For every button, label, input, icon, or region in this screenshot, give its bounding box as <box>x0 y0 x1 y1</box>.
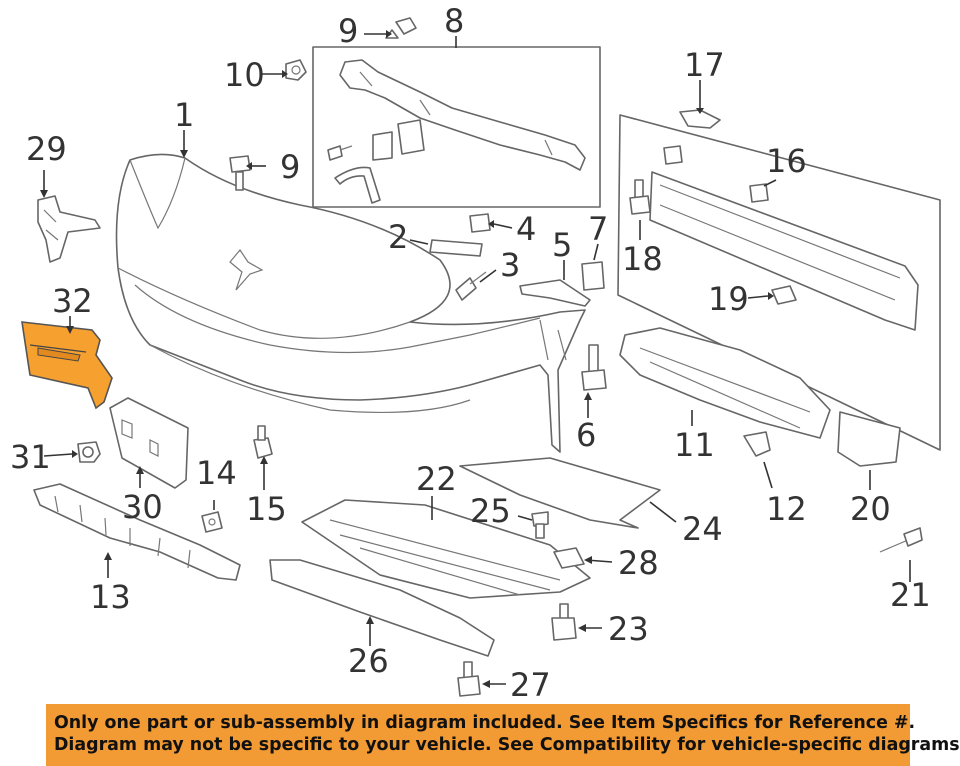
callout-26: 26 <box>348 642 389 680</box>
callout-18: 18 <box>622 240 663 278</box>
callout-3: 3 <box>500 246 520 284</box>
callout-16: 16 <box>766 142 807 180</box>
callout-23: 23 <box>608 610 649 648</box>
callout-25: 25 <box>470 492 511 530</box>
part-26-air-dam <box>269 559 495 657</box>
callout-22: 22 <box>416 460 457 498</box>
part-32-highlighted-bracket <box>21 321 113 410</box>
part-28-nut <box>553 547 585 569</box>
callout-13: 13 <box>90 578 131 616</box>
part-30-license-bracket <box>109 397 189 489</box>
callout-labels: 9 8 10 1 29 9 2 4 3 5 7 32 31 30 14 15 1… <box>10 2 931 704</box>
callout-9-left: 9 <box>280 148 300 186</box>
callout-6: 6 <box>576 416 596 454</box>
part-31-clip <box>77 441 101 463</box>
part-8-bracket-assembly <box>312 46 601 208</box>
disclaimer-line-1: Only one part or sub-assembly in diagram… <box>54 713 916 733</box>
small-brackets <box>429 213 605 307</box>
callout-9-top: 9 <box>338 12 358 50</box>
callout-1: 1 <box>174 96 194 134</box>
disclaimer-banner: Only one part or sub-assembly in diagram… <box>46 704 960 766</box>
callout-32: 32 <box>52 282 93 320</box>
part-12-push-pin <box>743 431 771 457</box>
part-1-bumper-cover <box>115 153 586 453</box>
callout-19: 19 <box>708 280 749 318</box>
callout-8: 8 <box>444 2 464 40</box>
part-29-emblem <box>37 195 101 263</box>
callout-24: 24 <box>682 510 723 548</box>
callout-11: 11 <box>674 426 715 464</box>
callout-5: 5 <box>552 226 572 264</box>
callout-17: 17 <box>684 46 725 84</box>
part-11-energy-absorber <box>619 327 831 439</box>
part-24-lower-shield <box>459 457 661 529</box>
callout-30: 30 <box>122 488 163 526</box>
callout-4: 4 <box>516 210 536 248</box>
callout-20: 20 <box>850 490 891 528</box>
part-16-impact-bar <box>617 109 941 451</box>
callout-28: 28 <box>618 544 659 582</box>
callout-2: 2 <box>388 218 408 256</box>
callout-29: 29 <box>26 130 67 168</box>
callout-15: 15 <box>246 490 287 528</box>
fastener-bolts <box>229 17 651 697</box>
part-13-air-deflector <box>33 483 241 581</box>
callout-31: 31 <box>10 438 51 476</box>
callout-12: 12 <box>766 490 807 528</box>
part-14-nut <box>201 511 223 533</box>
callout-21: 21 <box>890 576 931 614</box>
callout-10: 10 <box>224 56 265 94</box>
part-20-bracket <box>837 411 901 467</box>
callout-7: 7 <box>588 210 608 248</box>
callout-27: 27 <box>510 666 551 704</box>
part-22-splash-shield <box>301 499 591 599</box>
callout-14: 14 <box>196 454 237 492</box>
disclaimer-line-2: Diagram may not be specific to your vehi… <box>54 735 960 755</box>
part-21-rivet <box>879 527 923 553</box>
leader-lines <box>40 30 911 688</box>
